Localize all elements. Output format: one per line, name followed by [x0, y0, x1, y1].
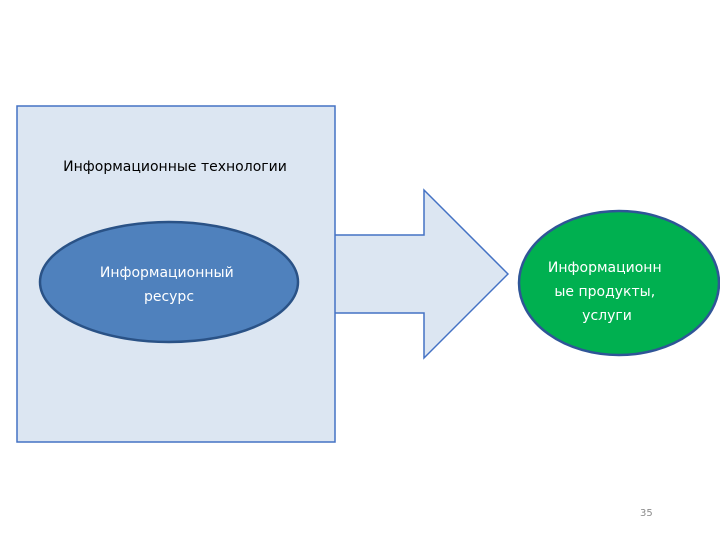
products-label-line-3: услуги: [582, 308, 632, 324]
resource-label-line-1: Информационный: [100, 265, 234, 281]
products-label-line-1: Информационн: [548, 260, 662, 276]
resource-ellipse: [38, 220, 300, 344]
products-label-line-2: ые продукты,: [554, 284, 655, 300]
products-ellipse: [517, 209, 720, 357]
resource-label-line-2: ресурс: [144, 289, 194, 305]
technologies-label: Информационные технологии: [63, 159, 287, 175]
resource-label: Информационный ресурс: [100, 265, 238, 305]
products-label: Информационн ые продукты, услуги: [548, 260, 666, 324]
page-number: 35: [640, 508, 653, 519]
